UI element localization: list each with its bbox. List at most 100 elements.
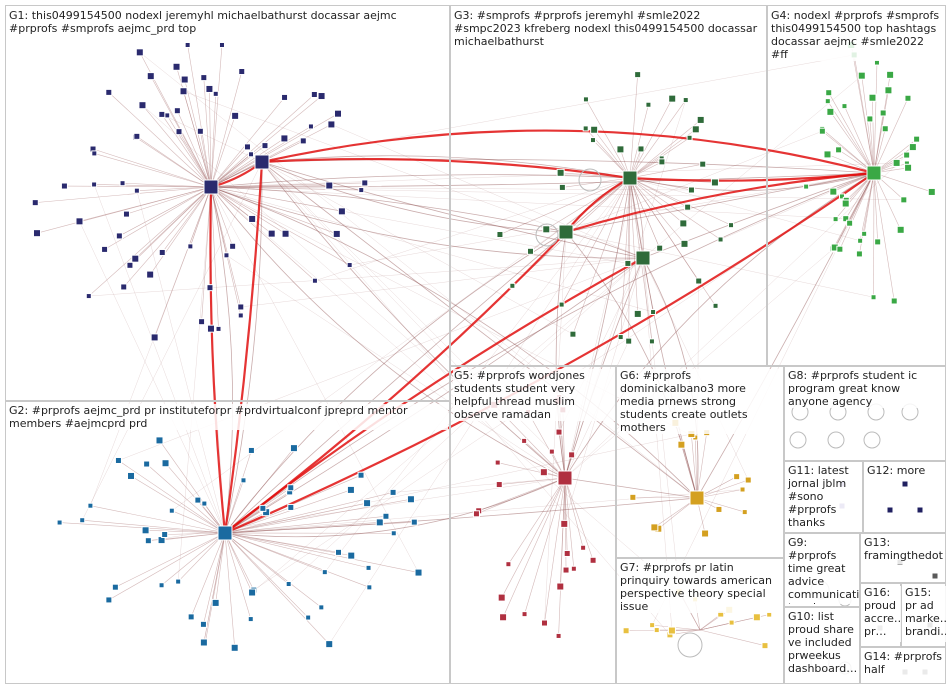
- edge-g3: [629, 177, 692, 191]
- node-g1: [120, 283, 128, 291]
- edge-g2: [171, 510, 226, 534]
- node-g1: [205, 84, 214, 93]
- node-g4: [913, 135, 921, 143]
- group-box-g8: [784, 366, 946, 461]
- edge-g3: [629, 163, 703, 179]
- node-g1: [158, 248, 166, 256]
- group-box-g5: [450, 366, 616, 684]
- edge-g1: [210, 44, 223, 188]
- node-g6: [677, 440, 686, 449]
- node-g5: [570, 565, 577, 572]
- group-label-g3: G3: #smprofs #prprofs jeremyhl #smle2022…: [453, 9, 763, 48]
- node-g2: [410, 518, 418, 526]
- edge-g4: [845, 172, 875, 219]
- edge-g1: [210, 186, 219, 329]
- edge-g1: [210, 186, 350, 266]
- edge-cross: [261, 161, 574, 335]
- edge-g2: [118, 460, 226, 534]
- edge-hub: [210, 186, 644, 259]
- node-g6: [715, 505, 723, 513]
- node-g3: [616, 145, 625, 154]
- edge-g1: [210, 94, 315, 188]
- edge-g2: [164, 532, 226, 535]
- group-label-g7: G7: #prprofs pr latin prinquiry towards …: [619, 561, 783, 613]
- edge-g3: [629, 177, 685, 245]
- edge-g1: [210, 186, 242, 308]
- node-g3: [658, 158, 666, 166]
- node-g1: [85, 293, 92, 300]
- edge-cross: [331, 124, 644, 259]
- edge-g4: [835, 172, 875, 220]
- node-g3: [712, 302, 719, 309]
- edge-g2: [224, 532, 352, 556]
- group-label-g1: G1: this0499154500 nodexl jeremyhl micha…: [8, 9, 430, 35]
- node-g3: [656, 244, 664, 252]
- node-g1: [119, 180, 126, 187]
- node-g5: [541, 619, 549, 627]
- edge-g3: [561, 177, 631, 305]
- edge-g3: [629, 98, 673, 179]
- edge-g1: [210, 71, 243, 188]
- edge-g4: [873, 112, 884, 174]
- node-g3: [558, 301, 565, 308]
- node-g2: [375, 518, 384, 527]
- node-g1: [184, 42, 191, 48]
- node-g5: [556, 582, 565, 591]
- node-g2: [230, 643, 239, 652]
- node-g1: [243, 143, 251, 151]
- edge-g2: [224, 532, 252, 620]
- node-g3: [682, 97, 689, 104]
- group-label-g10: G10: list proud share ve included prweek…: [787, 610, 859, 680]
- edge-g6: [632, 497, 698, 499]
- node-g3: [699, 160, 707, 168]
- edge-cross: [210, 186, 628, 264]
- node-g1: [212, 90, 219, 97]
- node-g1: [175, 128, 183, 136]
- edge-hub: [261, 161, 698, 499]
- edge-g2: [146, 463, 226, 534]
- node-g2: [240, 477, 247, 484]
- edge-cross: [642, 75, 862, 259]
- hub-node-aejmc_prd: [217, 525, 233, 541]
- node-g2: [194, 496, 202, 504]
- node-g7: [752, 613, 761, 622]
- node-g1: [150, 333, 159, 342]
- node-g3: [691, 125, 700, 134]
- edge-g2: [108, 532, 226, 601]
- edge-g1: [108, 92, 212, 188]
- edge-g2: [224, 532, 369, 569]
- edge-g2: [224, 447, 295, 534]
- edge-g5: [476, 477, 566, 515]
- edge-cross: [177, 186, 212, 582]
- edge-cross: [544, 231, 567, 624]
- edge-g2: [90, 505, 226, 534]
- edge-g1: [94, 153, 212, 188]
- edge-hub: [261, 155, 631, 179]
- edge-g3: [593, 129, 631, 179]
- node-g4: [886, 70, 895, 79]
- edge-hub: [210, 186, 698, 499]
- edge-g1: [210, 186, 337, 235]
- node-g3: [582, 96, 589, 103]
- node-g4: [846, 219, 854, 227]
- edge-hub: [565, 172, 875, 233]
- edge-g4: [873, 172, 932, 193]
- node-g4: [832, 216, 839, 223]
- edge-g6: [694, 437, 698, 499]
- node-g5: [472, 510, 480, 518]
- edge-g1: [210, 186, 316, 281]
- node-g3: [589, 137, 596, 144]
- edge-hub: [224, 477, 566, 538]
- edge-cross: [90, 186, 212, 506]
- node-g1: [280, 134, 289, 143]
- node-g1: [126, 261, 134, 269]
- edge-g5: [527, 411, 566, 479]
- node-g1: [237, 303, 245, 311]
- edge-hub: [261, 161, 566, 479]
- node-g3: [650, 309, 657, 316]
- edge-cross: [81, 161, 263, 521]
- node-g3: [617, 334, 624, 341]
- node-g7: [622, 627, 630, 635]
- edge-g3: [629, 99, 686, 179]
